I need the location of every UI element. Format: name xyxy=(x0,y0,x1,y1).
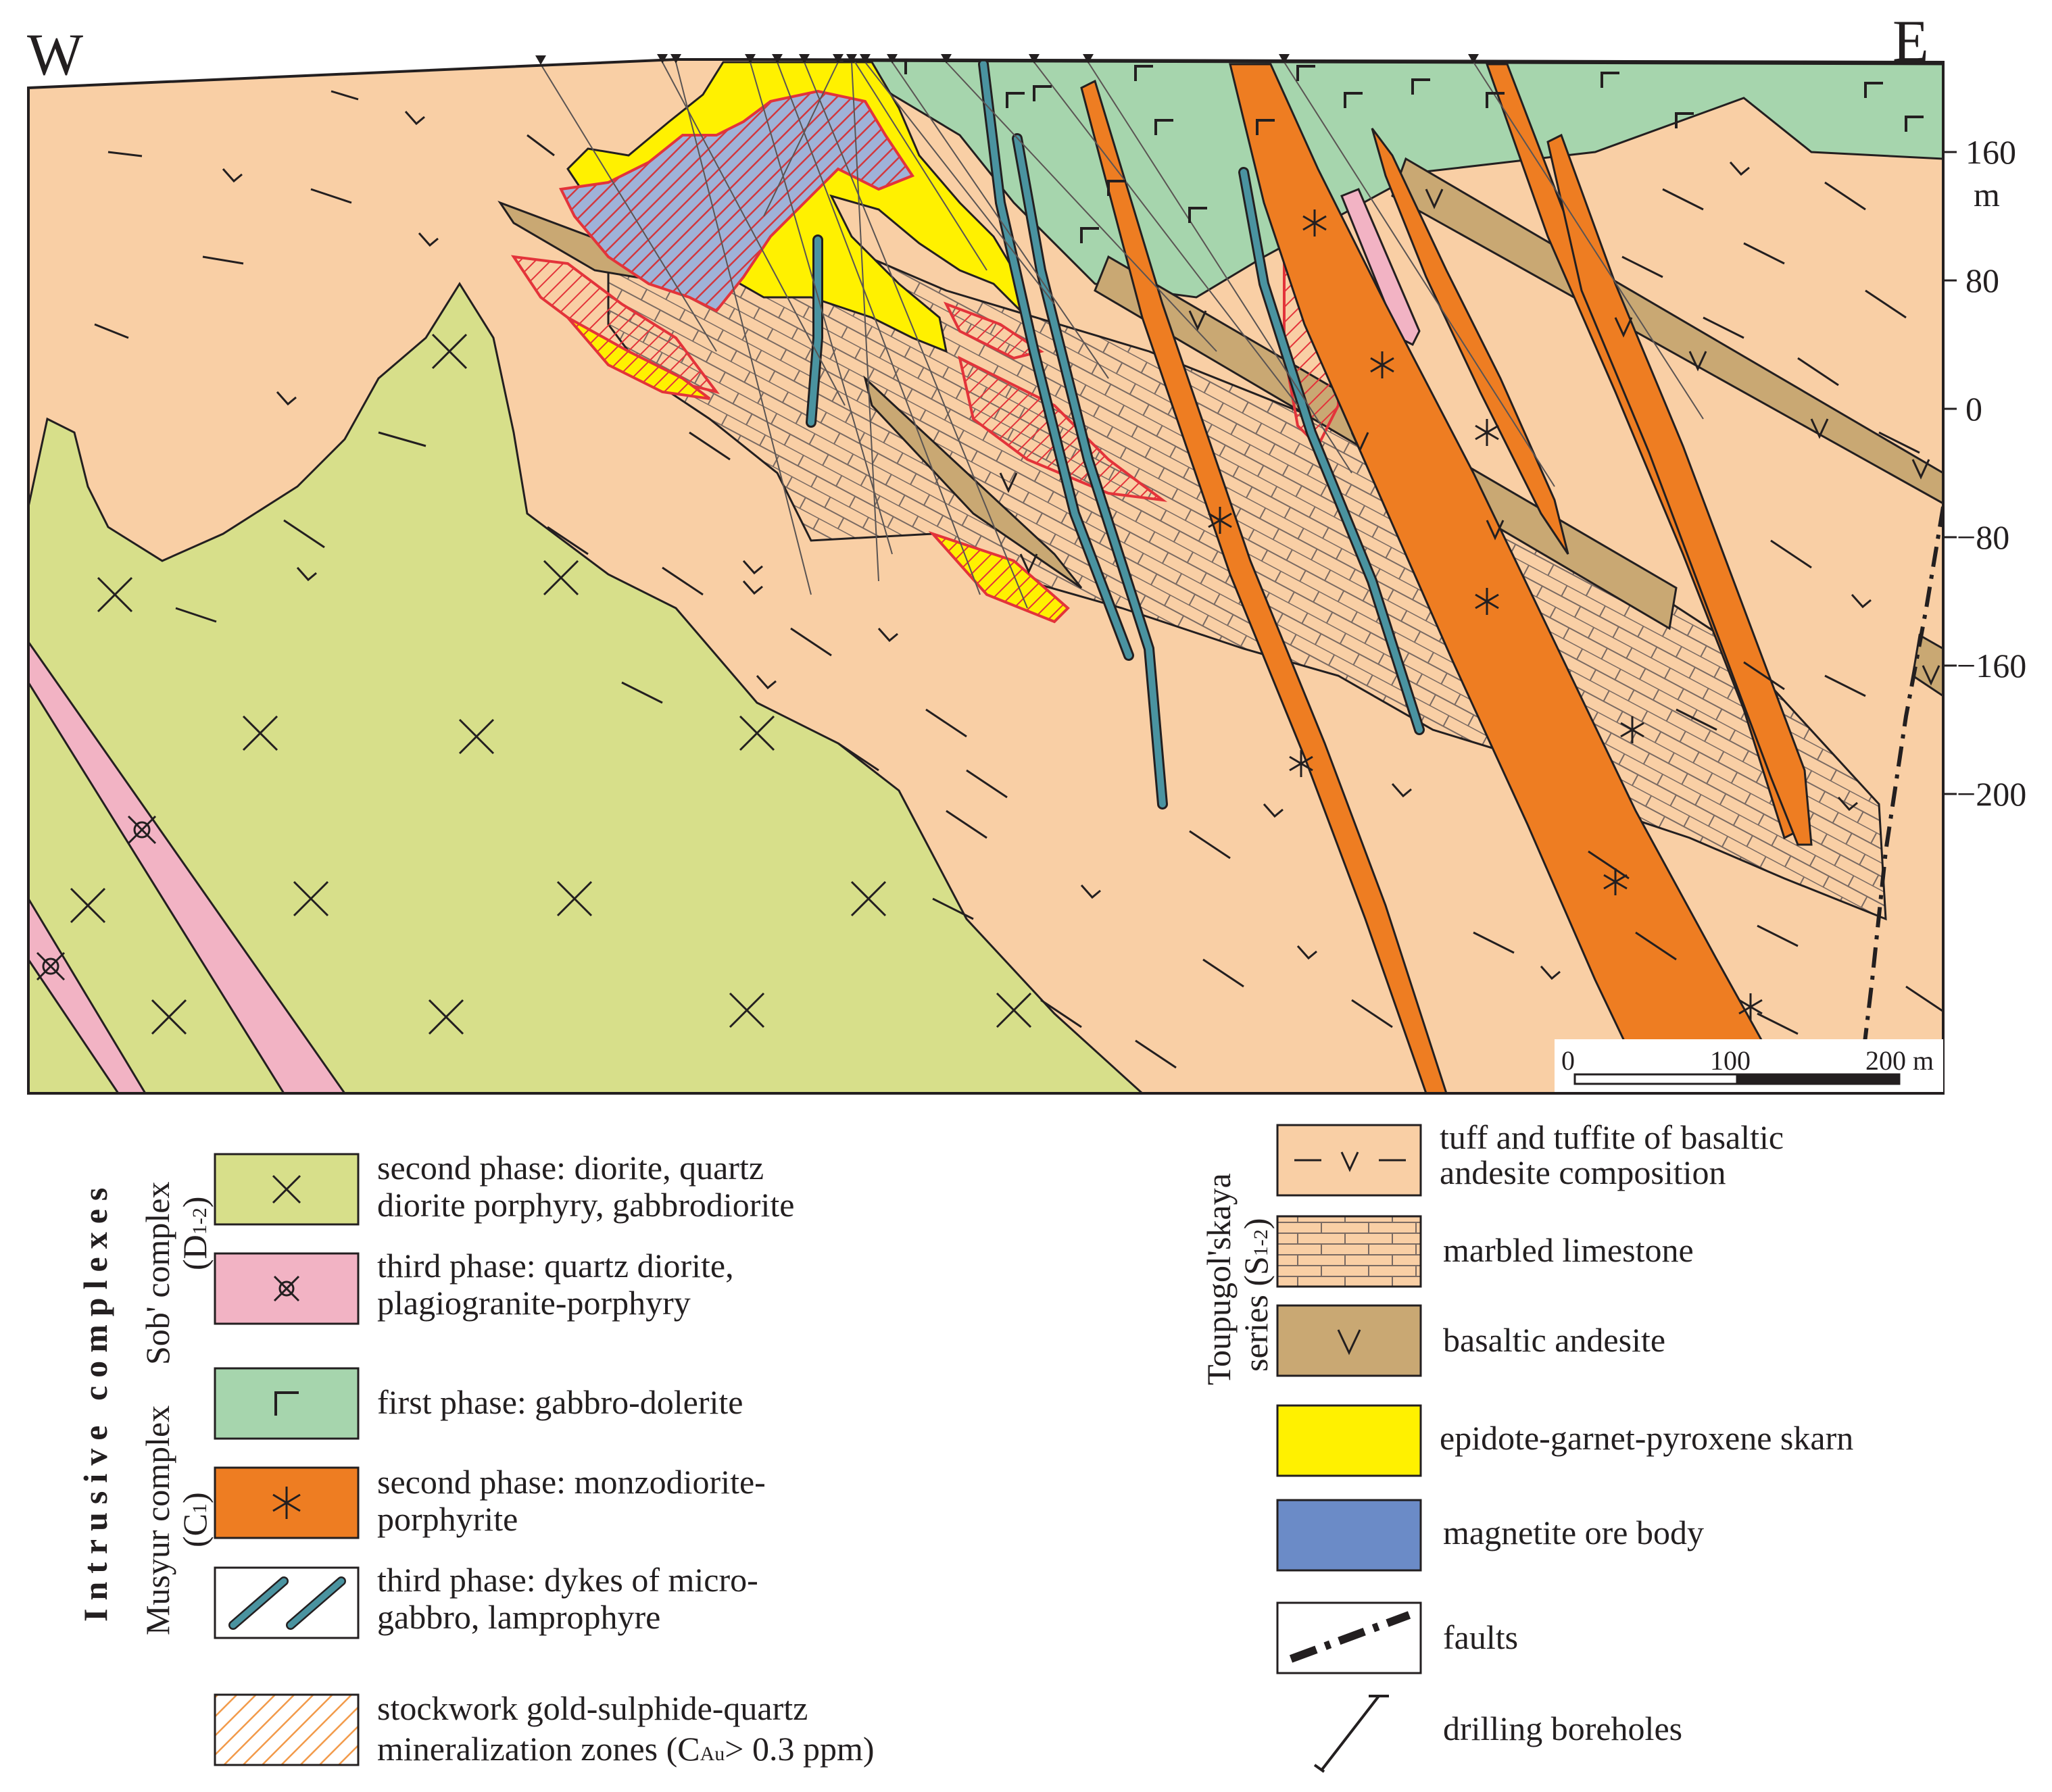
monzodiorite-dyke-5 xyxy=(1546,133,1813,846)
svg-text:basaltic andesite: basaltic andesite xyxy=(1443,1321,1665,1359)
monzodiorite-dykes xyxy=(1080,63,1813,1093)
toupugol-series-label: Toupugol'skaya xyxy=(1200,1173,1238,1385)
plagiogranite-dyke-2 xyxy=(28,895,147,1093)
scale-label-100: 100 xyxy=(1710,1045,1751,1076)
musyur-complex-label: Musyur complex xyxy=(139,1405,176,1635)
svg-text:faults: faults xyxy=(1443,1618,1518,1656)
legend-item-limestone: marbled limestone xyxy=(1276,1215,1694,1288)
legend: Intrusive complexes Sob' complex (D1-2) … xyxy=(76,1118,1853,1773)
microgabbro-dykes xyxy=(806,59,1425,810)
elevation-tick-minus200: −200 xyxy=(1957,775,2026,813)
toupugol-series-age: series (S1-2) xyxy=(1237,1218,1275,1372)
legend-item-diorite: second phase: diorite, quartz diorite po… xyxy=(214,1149,794,1226)
elevation-tick-160: 160 xyxy=(1965,133,2016,171)
basalt-symbols xyxy=(999,189,1940,686)
fault-line xyxy=(1857,506,1943,1093)
svg-text:second phase: monzodiorite-: second phase: monzodiorite- xyxy=(377,1463,766,1501)
stockwork-zone-5 xyxy=(943,301,1044,360)
elevation-unit: m xyxy=(1974,176,2000,214)
microgabbro-dyke-3 xyxy=(1240,169,1423,733)
legend-item-faults: faults xyxy=(1276,1601,1518,1674)
elevation-tick-minus160: −160 xyxy=(1957,647,2026,685)
svg-text:porphyrite: porphyrite xyxy=(377,1500,518,1538)
monzodiorite-symbols xyxy=(1208,209,1763,1020)
legend-item-plagiogranite: third phase: quartz diorite, plagiograni… xyxy=(214,1247,734,1325)
monzodiorite-dyke-3 xyxy=(1371,128,1569,555)
intrusive-complexes-title: Intrusive complexes xyxy=(76,1180,114,1622)
diorite-intrusion xyxy=(28,282,1145,1093)
east-label: E xyxy=(1892,9,1929,74)
svg-text:magnetite ore body: magnetite ore body xyxy=(1443,1514,1704,1551)
legend-item-dykes: third phase: dykes of micro- gabbro, lam… xyxy=(214,1561,758,1639)
svg-text:plagiogranite-porphyry: plagiogranite-porphyry xyxy=(377,1284,691,1322)
sob-complex-label: Sob' complex xyxy=(139,1182,176,1365)
microgabbro-dyke-1 xyxy=(980,61,1132,659)
svg-text:marbled limestone: marbled limestone xyxy=(1443,1231,1694,1269)
svg-text:drilling boreholes: drilling boreholes xyxy=(1443,1710,1682,1747)
svg-text:diorite porphyry, gabbrodiorit: diorite porphyry, gabbrodiorite xyxy=(377,1186,794,1224)
legend-item-skarn: epidote-garnet-pyroxene skarn xyxy=(1276,1404,1853,1477)
svg-text:tuff and tuffite of basaltic: tuff and tuffite of basaltic xyxy=(1440,1118,1784,1156)
scale-label-200: 200 m xyxy=(1865,1045,1934,1076)
legend-item-boreholes: drilling boreholes xyxy=(1313,1695,1682,1773)
svg-text:mineralization zones (CAu> 0.3: mineralization zones (CAu> 0.3 ppm) xyxy=(377,1730,875,1768)
stockwork-zone-1 xyxy=(510,255,720,395)
stockwork-zone-2 xyxy=(566,316,711,400)
svg-text:stockwork gold-sulphide-quartz: stockwork gold-sulphide-quartz xyxy=(377,1689,808,1727)
svg-text:andesite composition: andesite composition xyxy=(1440,1153,1726,1191)
elevation-tick-minus80: −80 xyxy=(1957,518,2009,556)
legend-item-monzodiorite: second phase: monzodiorite- porphyrite xyxy=(214,1463,766,1539)
legend-item-tuff: tuff and tuffite of basaltic andesite co… xyxy=(1276,1118,1784,1197)
sob-complex-age: (D1-2) xyxy=(176,1197,214,1270)
plagiogranite-dyke-1 xyxy=(28,639,347,1093)
gabbro-symbols xyxy=(904,59,1924,243)
elevation-axis: 160 m 80 0 −80 −160 −200 xyxy=(1943,133,2026,813)
scale-label-0: 0 xyxy=(1561,1045,1575,1076)
stockwork-zone-4 xyxy=(928,530,1070,624)
basaltic-andesite-band-5 xyxy=(1911,633,1943,698)
elevation-tick-80: 80 xyxy=(1965,262,1999,299)
scale-bar: 0 100 200 m xyxy=(1555,1039,1943,1092)
west-label: W xyxy=(27,22,83,88)
svg-text:third phase: quartz diorite,: third phase: quartz diorite, xyxy=(377,1247,734,1285)
svg-text:first phase: gabbro-dolerite: first phase: gabbro-dolerite xyxy=(377,1383,743,1421)
legend-item-magnetite: magnetite ore body xyxy=(1276,1499,1704,1572)
svg-text:gabbro, lamprophyre: gabbro, lamprophyre xyxy=(377,1598,660,1636)
diorite-symbols xyxy=(70,333,1032,1035)
stockwork-zone-3 xyxy=(958,355,1168,502)
svg-text:epidote-garnet-pyroxene skarn: epidote-garnet-pyroxene skarn xyxy=(1440,1419,1853,1457)
svg-text:second phase: diorite, quartz: second phase: diorite, quartz xyxy=(377,1149,764,1187)
plagiogranite-symbols xyxy=(36,815,157,981)
legend-item-gabbro-dolerite: first phase: gabbro-dolerite xyxy=(214,1367,743,1440)
drilling-boreholes xyxy=(540,61,1704,609)
tuff-symbols xyxy=(94,90,1943,1069)
monzodiorite-dyke-1 xyxy=(1080,79,1448,1093)
microgabbro-dyke-4 xyxy=(808,237,821,426)
svg-text:third phase: dykes of micro-: third phase: dykes of micro- xyxy=(377,1561,758,1599)
microgabbro-dyke-2 xyxy=(1014,135,1166,807)
basaltic-andesite-band-3 xyxy=(863,375,1083,589)
musyur-complex-age: (C1) xyxy=(176,1492,214,1547)
elevation-tick-0: 0 xyxy=(1965,390,1982,428)
legend-item-stockwork: stockwork gold-sulphide-quartz mineraliz… xyxy=(214,1689,875,1768)
legend-item-basaltic-andesite: basaltic andesite xyxy=(1276,1304,1665,1377)
cross-section xyxy=(28,59,1943,1093)
